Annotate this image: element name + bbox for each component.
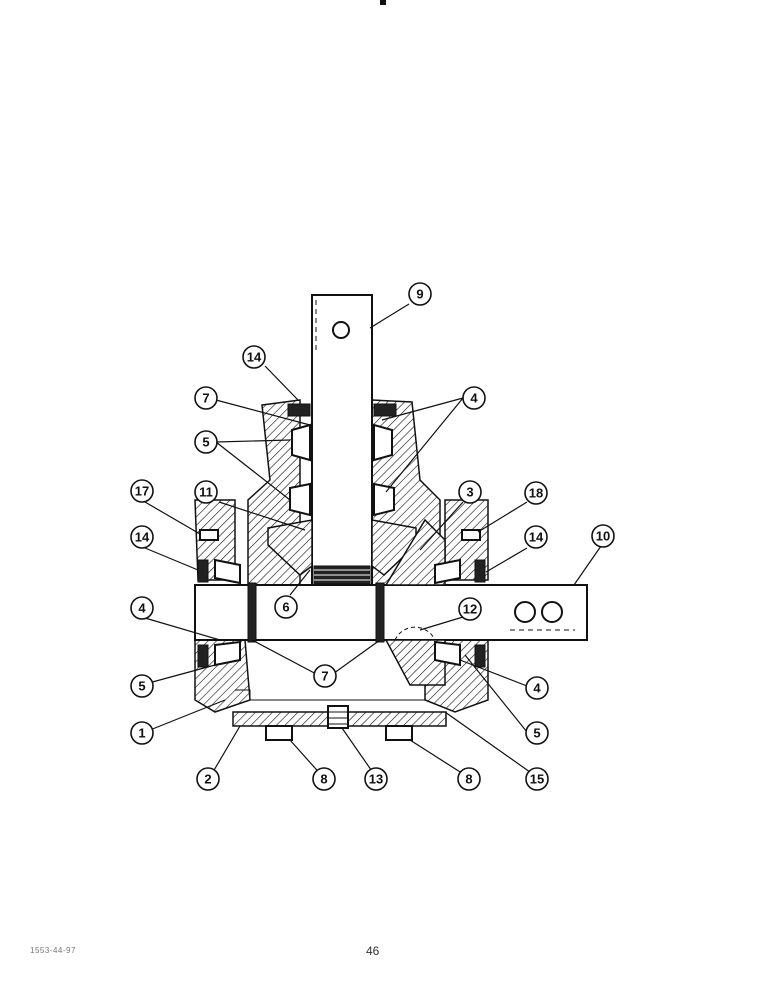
callout: 5 [194,430,218,454]
callout: 6 [274,595,298,619]
callout: 2 [196,767,220,791]
page-number: 46 [366,944,380,958]
callouts: 9 14 7 4 5 17 11 3 18 14 14 10 4 6 12 5 … [130,282,615,791]
callout-label: 14 [247,350,262,365]
callout-label: 12 [463,602,477,617]
callout-label: 4 [470,391,478,406]
footer-document-code: 1553-44-97 [30,946,76,955]
callout-label: 13 [369,772,383,787]
callout-label: 14 [529,530,544,545]
callout-label: 11 [199,485,213,500]
callout-label: 1 [138,726,145,741]
callout-label: 18 [529,486,543,501]
callout: 15 [525,767,549,791]
top-edge-mark [380,0,386,5]
vertical-input-shaft [311,294,373,586]
callout-label: 10 [596,529,610,544]
callout: 13 [364,767,388,791]
callout: 17 [130,479,154,503]
callout: 4 [462,386,486,410]
callout: 10 [591,524,615,548]
callout-label: 3 [466,485,473,500]
callout-label: 7 [321,669,328,684]
callout-label: 6 [282,600,289,615]
callout: 8 [457,767,481,791]
callout: 14 [524,525,548,549]
callout: 8 [312,767,336,791]
callout: 9 [408,282,432,306]
callout-label: 5 [202,435,209,450]
callout-label: 14 [135,530,150,545]
callout: 5 [525,721,549,745]
callout-label: 15 [530,772,544,787]
horizontal-output-shaft [194,582,588,643]
callout-label: 7 [202,391,209,406]
callout-label: 8 [320,772,327,787]
callout: 14 [130,525,154,549]
callout-label: 17 [135,484,149,499]
callout: 14 [242,345,266,369]
callout-label: 8 [465,772,472,787]
side-bearings [197,558,486,668]
callout: 4 [130,596,154,620]
callout: 18 [524,481,548,505]
callout-label: 9 [416,287,423,302]
callout: 5 [130,674,154,698]
callout: 7 [194,386,218,410]
callout-label: 5 [533,726,540,741]
bevel-pinion-gear [267,519,417,576]
callout-label: 4 [138,601,146,616]
upper-bearings [287,403,397,517]
bolts-and-plugs [199,529,481,741]
callout: 3 [458,480,482,504]
bevel-ring-gear [384,518,446,686]
callout: 4 [525,676,549,700]
callout: 12 [458,597,482,621]
callout-label: 5 [138,679,145,694]
callout: 11 [194,480,218,504]
callout: 7 [313,664,337,688]
callout-label: 2 [204,772,211,787]
callout: 1 [130,721,154,745]
callout-label: 4 [533,681,541,696]
